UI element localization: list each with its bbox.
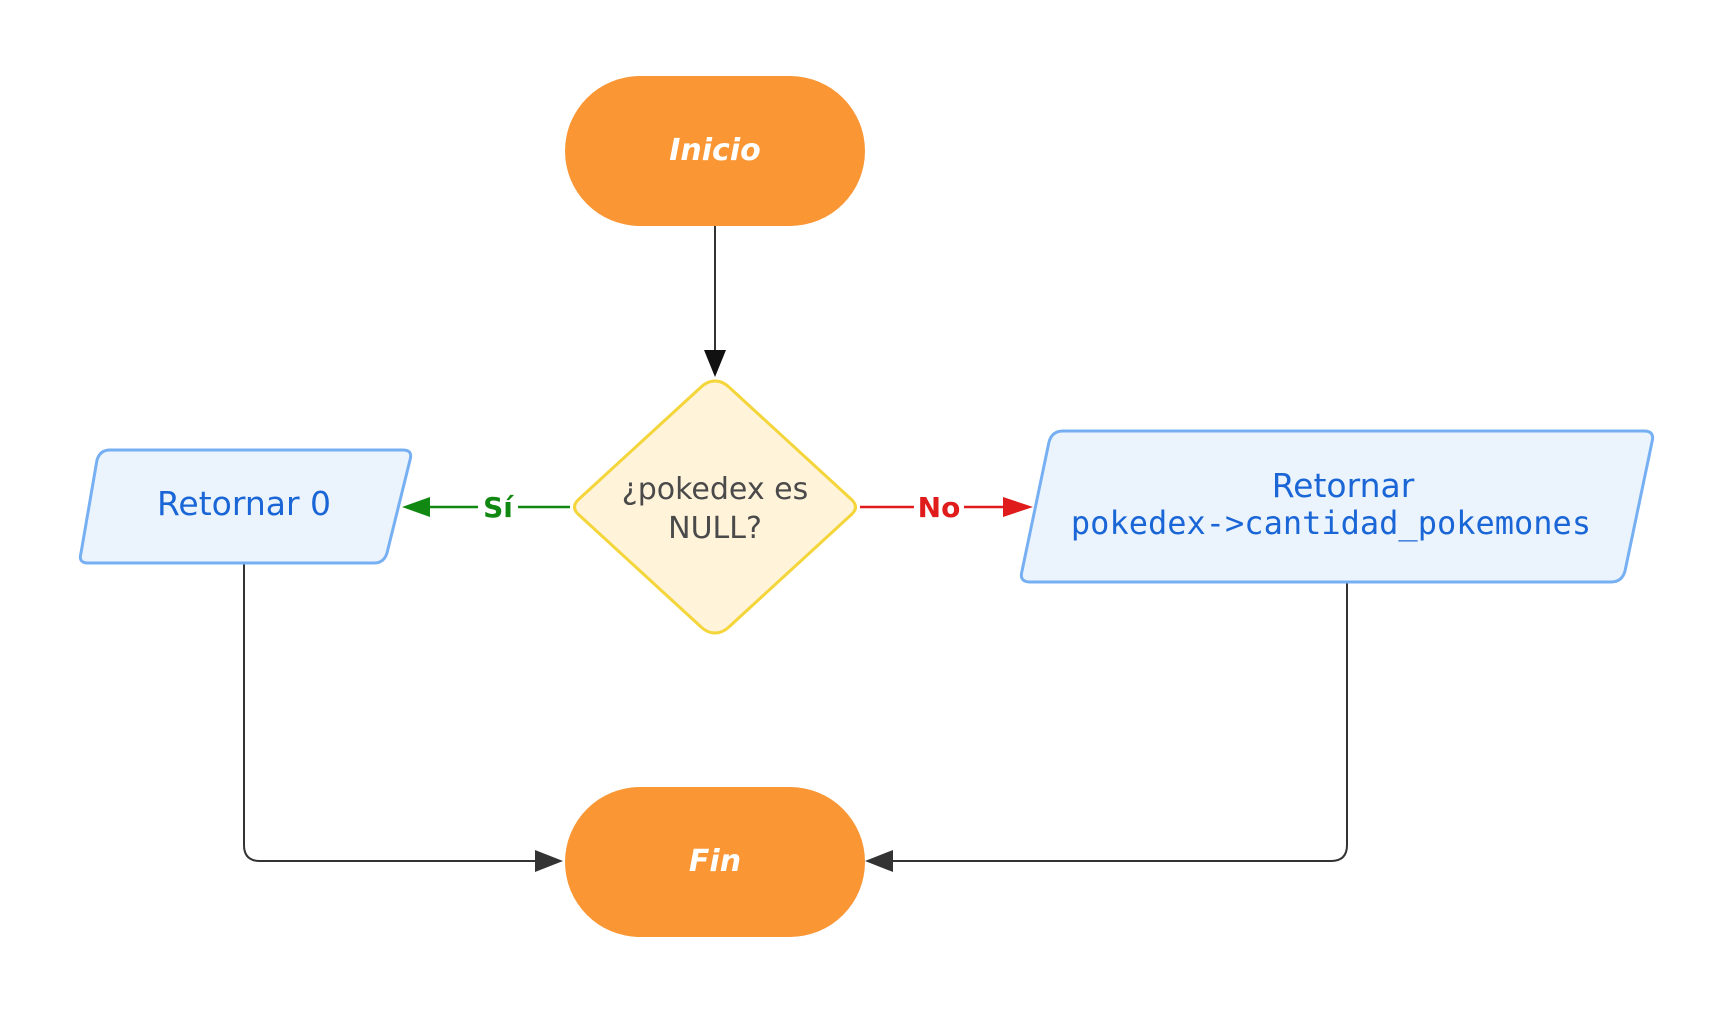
connector-yes-branch: Sí [402, 488, 570, 526]
end-terminal: Fin [565, 787, 865, 937]
connector-return-zero-to-end [243, 563, 563, 872]
return-zero-label: Retornar 0 [157, 484, 331, 523]
end-label: Fin [689, 844, 741, 879]
connector-no-branch: No [860, 488, 1033, 526]
start-terminal: Inicio [565, 76, 865, 226]
yes-label: Sí [483, 491, 514, 524]
decision-line2: NULL? [668, 511, 762, 546]
connector-start-to-decision [704, 225, 726, 377]
return-count-line1: Retornar [1272, 466, 1415, 505]
no-label: No [918, 491, 961, 524]
return-count-line2: pokedex->cantidad_pokemones [1071, 504, 1591, 542]
start-label: Inicio [669, 133, 760, 168]
decision-diamond: ¿pokedex es NULL? [573, 379, 857, 635]
return-zero-box: Retornar 0 [78, 448, 413, 565]
connector-return-count-to-end [865, 582, 1348, 872]
return-count-box: Retornar pokedex->cantidad_pokemones [1019, 429, 1655, 584]
decision-line1: ¿pokedex es [622, 472, 808, 507]
